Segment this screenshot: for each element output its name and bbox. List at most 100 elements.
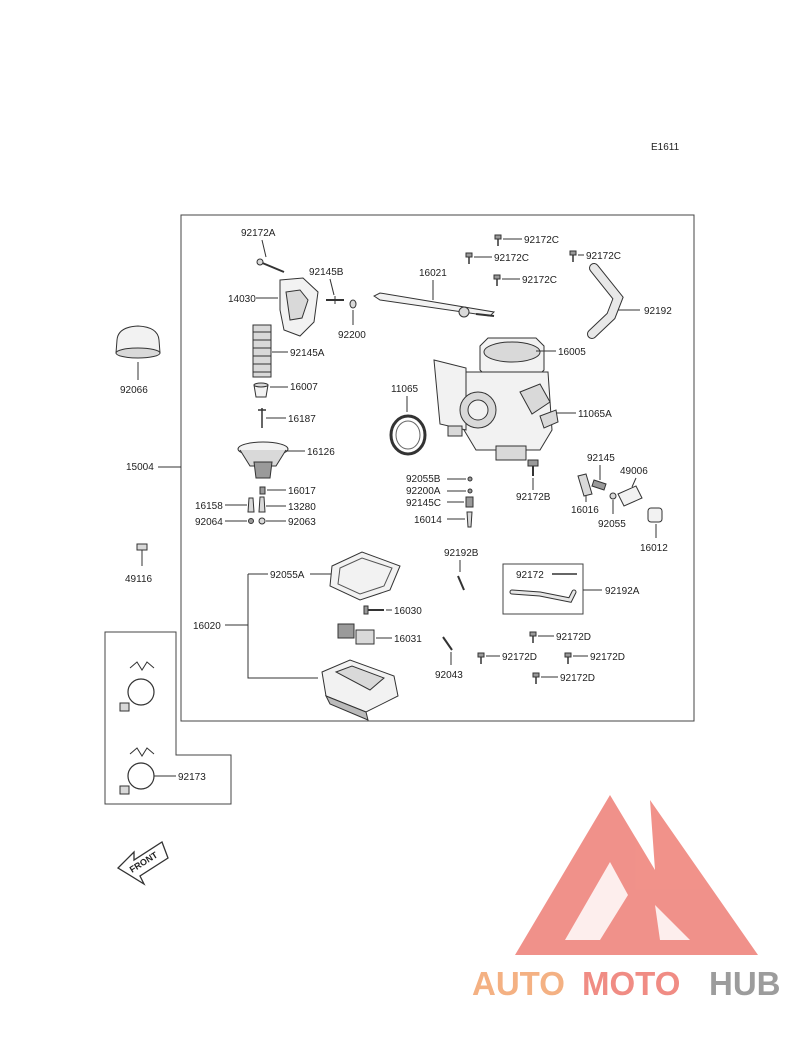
label-92192B: 92192B — [444, 548, 479, 559]
label-92172D-1: 92172D — [556, 632, 591, 643]
oring-92055-part — [609, 492, 617, 500]
label-92063: 92063 — [288, 517, 316, 528]
label-92145C: 92145C — [406, 498, 441, 509]
label-92172B: 92172B — [516, 492, 551, 503]
cap-92066-part — [115, 325, 161, 359]
label-92192: 92192 — [644, 306, 672, 317]
label-16031: 16031 — [394, 634, 422, 645]
valve-49006-part — [617, 485, 643, 507]
cover-14030-part — [279, 277, 319, 337]
screw-92172D-3-part — [564, 652, 572, 664]
label-92200A: 92200A — [406, 486, 441, 497]
label-92064: 92064 — [195, 517, 223, 528]
label-16007: 16007 — [290, 382, 318, 393]
screw-92172C-2-part — [465, 252, 473, 264]
label-16012: 16012 — [640, 543, 668, 554]
jet-16158-part — [247, 497, 255, 513]
label-92066: 92066 — [120, 385, 148, 396]
label-92192A: 92192A — [605, 586, 640, 597]
screw-92172C-3-part — [569, 250, 577, 262]
jet-16017-part — [259, 486, 266, 495]
label-92172C-3: 92172C — [586, 251, 621, 262]
label-92172D-4: 92172D — [560, 673, 595, 684]
front-arrow-icon: FRONT — [116, 841, 169, 886]
label-92043: 92043 — [435, 670, 463, 681]
screw-92172D-1-part — [529, 631, 537, 643]
pin-92192B-part — [457, 575, 465, 591]
tube-92192A-box — [502, 563, 584, 615]
label-92145B: 92145B — [309, 267, 344, 278]
label-92055: 92055 — [598, 519, 626, 530]
screw-16016-part — [577, 473, 593, 497]
label-49006: 49006 — [620, 466, 648, 477]
cap-16012-part — [647, 507, 663, 523]
clip-92173-lower-part — [119, 747, 155, 795]
label-92172A: 92172A — [241, 228, 276, 239]
spring-92145C-part — [465, 496, 474, 508]
screw-92172D-4-part — [532, 672, 540, 684]
watermark-moto: MOTO — [582, 965, 680, 1002]
label-15004: 15004 — [126, 462, 154, 473]
carburetor-16005-part — [433, 337, 559, 461]
label-11065: 11065 — [391, 384, 419, 395]
label-16017: 16017 — [288, 486, 316, 497]
watermark-logo-icon — [515, 795, 758, 955]
watermark-auto: AUTO — [472, 965, 565, 1002]
label-92173: 92173 — [178, 772, 206, 783]
spring-92145-part — [591, 479, 607, 491]
tube-92192-part — [587, 263, 624, 339]
assembly-frame — [180, 214, 695, 722]
label-92145: 92145 — [587, 453, 615, 464]
bracket-16021-part — [373, 292, 496, 318]
label-16021: 16021 — [419, 268, 447, 279]
pipe-13280-part — [258, 496, 266, 513]
label-92172: 92172 — [516, 570, 544, 581]
label-92055A: 92055A — [270, 570, 305, 581]
spring-92145B-part — [326, 296, 344, 304]
label-92172D-3: 92172D — [590, 652, 625, 663]
screw-92172C-1-part — [494, 234, 502, 246]
label-92172C-2: 92172C — [494, 253, 529, 264]
label-92172C-1: 92172C — [524, 235, 559, 246]
gasket-11065-part — [389, 414, 427, 456]
screw-92172A-part — [256, 258, 285, 273]
label-92145A: 92145A — [290, 348, 325, 359]
label-11065A: 11065A — [578, 409, 612, 420]
label-16126: 16126 — [307, 447, 335, 458]
label-92200: 92200 — [338, 330, 366, 341]
diaphragm-16126-part — [237, 441, 289, 479]
label-16014: 16014 — [414, 515, 442, 526]
diagram-code: E1611 — [651, 142, 680, 153]
oring-92055B-part — [467, 476, 473, 482]
screw-16030-part — [363, 605, 384, 615]
screw-92172C-4-part — [493, 274, 501, 286]
label-14030: 14030 — [228, 294, 256, 305]
gasket-92055A-part — [329, 551, 401, 601]
oring-92200-part — [349, 299, 357, 309]
clip-92173-upper-part — [119, 661, 155, 712]
float-16031-part — [337, 623, 375, 645]
pin-92043-part — [442, 636, 453, 651]
plug-92063-part — [258, 517, 266, 525]
spring-92145A-part — [252, 324, 272, 378]
label-92055B: 92055B — [406, 474, 441, 485]
screw-92172D-2-part — [477, 652, 485, 664]
label-16187: 16187 — [288, 414, 316, 425]
label-16020: 16020 — [193, 621, 221, 632]
label-49116: 49116 — [125, 574, 153, 585]
washer-92200A-part — [467, 488, 473, 494]
label-13280: 13280 — [288, 502, 316, 513]
needle-16187-part — [258, 408, 266, 428]
float-bowl-part — [321, 659, 399, 721]
holder-16007-part — [253, 382, 269, 398]
screw-16014-part — [466, 511, 473, 528]
washer-92064-part — [248, 518, 254, 524]
label-16016: 16016 — [571, 505, 599, 516]
label-16030: 16030 — [394, 606, 422, 617]
screw-92172B-part — [527, 459, 539, 476]
watermark-hub: HUB — [709, 965, 781, 1002]
label-92172C-4: 92172C — [522, 275, 557, 286]
label-16005: 16005 — [558, 347, 586, 358]
label-92172D-2: 92172D — [502, 652, 537, 663]
